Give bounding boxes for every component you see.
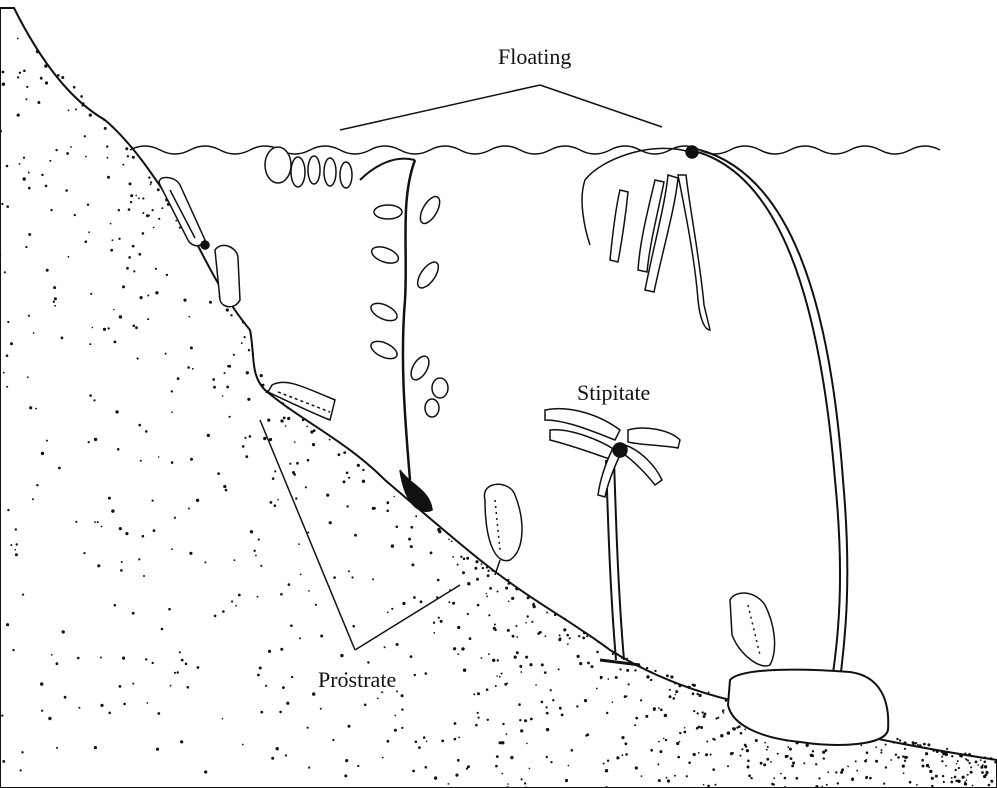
water-surface bbox=[130, 146, 940, 154]
rock-with-blade bbox=[728, 593, 888, 745]
label-prostrate: Prostrate bbox=[318, 667, 396, 693]
floating-kelp bbox=[582, 146, 860, 685]
label-floating: Floating bbox=[498, 44, 571, 70]
label-stipitate: Stipitate bbox=[577, 380, 650, 406]
mid-slope-blade bbox=[484, 484, 522, 575]
floating-leader-lines bbox=[340, 85, 662, 130]
